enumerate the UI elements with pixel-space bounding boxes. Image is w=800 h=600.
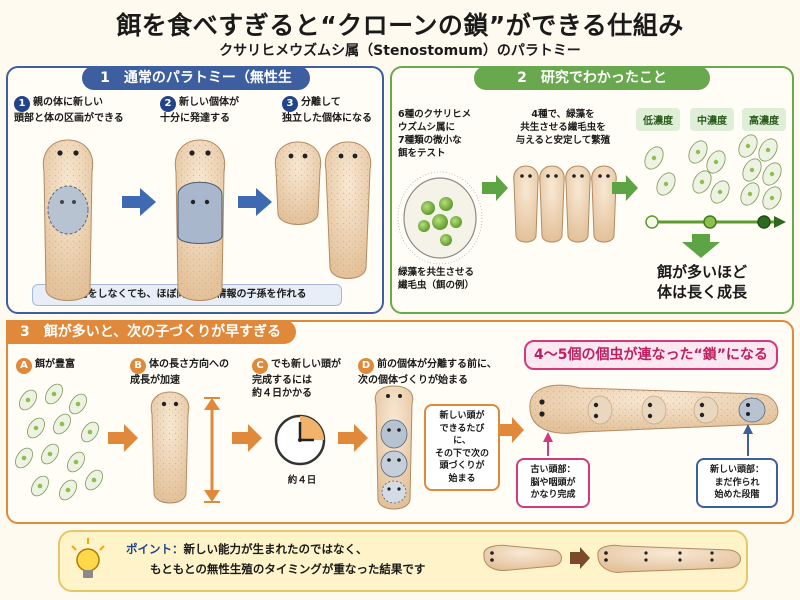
p3-step-c-text: でも新しい頭が 完成するには 約４日かかる [252,359,341,399]
worm-step-b [150,391,190,504]
arrow-right-icon [108,424,138,452]
point-worm-single [483,544,562,571]
p3-step-d-text: 前の個体が分離する前に、 次の個体づくりが始まる [358,359,497,386]
p1-step-1-text: 親の体に新しい 頭部と体の区画ができる [14,97,124,124]
clock-label: 約４日 [287,475,317,486]
point-text-2: もともとの無性生殖のタイミングが重なった結果です [150,562,426,576]
p1-step-3-text: 分離して 独立した個体になる [282,97,372,124]
new-head-callout: 新しい頭部： まだ作られ 始めた段階 [696,458,778,508]
d-callout: 新しい頭が できるたびに、 その下で次の 頭づくりが 始まる [424,404,500,491]
worm-step1 [42,139,94,301]
step-number-2: 2 [160,96,176,112]
p2-left-text: 6種のクサリヒメ ウズムシ属に 7種類の微小な 餌をテスト [398,109,472,159]
worm-group-panel2 [513,165,617,243]
point-label: ポイント： [126,542,184,556]
arrow-right-icon [612,175,638,201]
ciliates-low [644,146,676,196]
ciliate-illustration [397,171,483,265]
arrow-right-icon [482,175,508,201]
worm-chain [529,384,779,434]
panel2-title: 2 研究でわかったこと [474,66,710,90]
arrow-up-icon [743,424,753,434]
worm-step3-b [324,141,372,279]
arrow-down-icon [682,234,720,258]
p2-middle-text: 4種で、緑藻を 共生させる繊毛虫を 与えると安定して繁殖 [515,109,611,146]
point-worm-chain [597,544,741,573]
arrow-right-icon [570,547,590,569]
old-head-callout: 古い頭部： 脳や咽頭が かなり完成 [516,458,590,508]
conc-low: 低濃度 [636,108,680,131]
p2-conclusion: 餌が多いほど 体は長く成長 [656,263,747,301]
p1-step-2-text: 新しい個体が 十分に発達する [160,97,239,124]
conc-high: 高濃度 [742,108,786,131]
food-algae-dots [21,391,97,493]
conc-mid: 中濃度 [690,108,734,131]
panel3-title: 3 餌が多いと、次の子づくりが早すぎる [6,320,296,344]
p3-step-b-text: 体の長さ方向への 成長が加速 [130,359,229,386]
worm-step-d [374,385,414,510]
step-letter-c: C [252,358,268,374]
arrow-right-icon [122,188,272,216]
step-number-3: 3 [282,96,298,112]
ciliates-high [738,134,782,210]
worm-step2 [174,139,226,301]
concentration-scale [645,215,786,229]
chain-banner: 4〜5個の個虫が連なった“鎖”になる [524,340,778,370]
step-number-1: 1 [14,96,30,112]
algae-dots [651,143,775,201]
point-text-1: 新しい能力が生まれたのではなく、 [183,542,368,556]
double-arrow-icon [204,397,220,503]
clock-icon [274,414,326,466]
p3-step-a-text: 餌が豊富 [35,359,75,370]
step-letter-a: A [16,358,32,374]
worm-step3-a [274,141,322,225]
step-letter-b: B [130,358,146,374]
ciliate-caption: 緑藻を共生させる 繊毛虫（餌の例） [398,267,475,291]
page-subtitle: クサリヒメウズムシ属（Stenostomum）のパラトミー [219,43,581,59]
step-letter-d: D [358,358,374,374]
arrow-right-icon [338,424,368,452]
lightbulb-icon [71,538,105,578]
arrow-up-icon [543,432,553,442]
panel1-title: 1 通常のパラトミー（無性生殖） [82,66,310,110]
ciliates-mid [688,140,730,204]
arrow-right-icon [232,424,262,452]
point-line-1: ポイント：新しい能力が生まれたのではなく、 [126,540,486,558]
page-title: 餌を食べすぎると“クローンの鎖”ができる仕組み [116,11,684,40]
arrow-right-icon [498,417,524,443]
